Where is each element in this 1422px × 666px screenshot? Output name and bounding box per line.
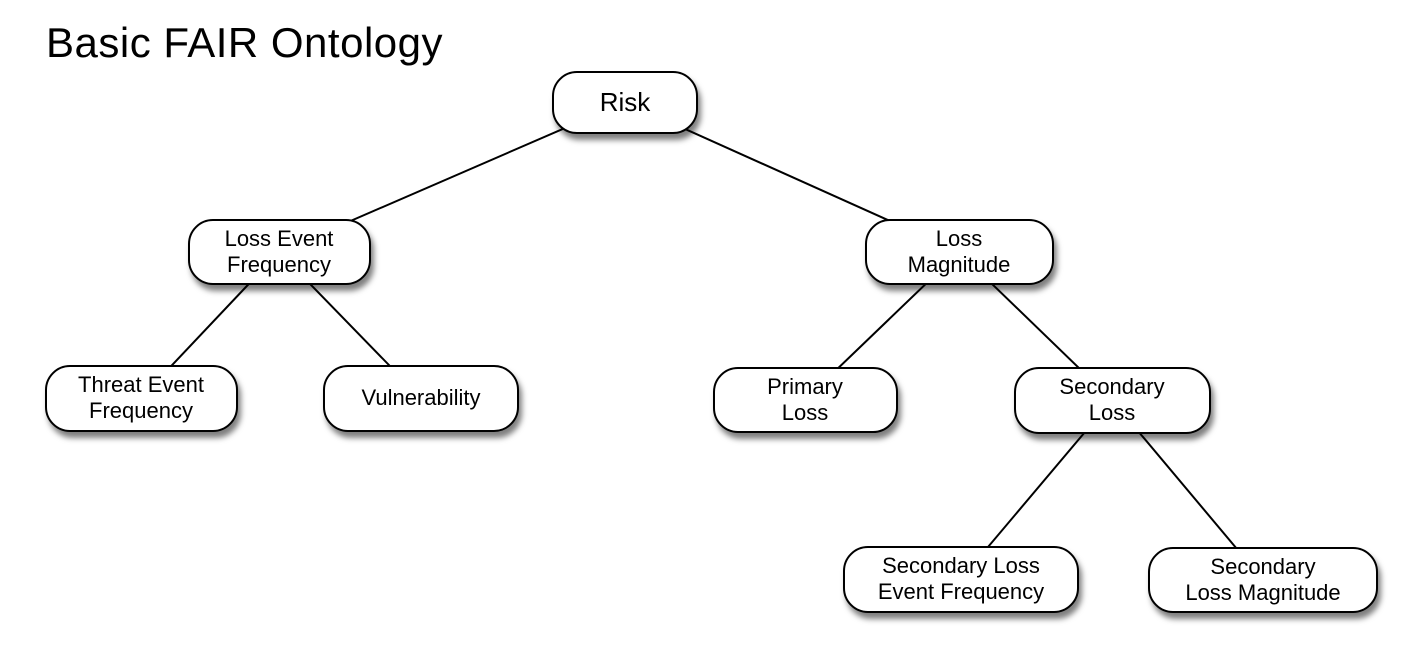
node-secondary-loss-magnitude-label-line: Loss Magnitude: [1185, 580, 1341, 605]
page-title: Basic FAIR Ontology: [46, 19, 443, 66]
node-risk: Risk: [552, 70, 698, 134]
node-secondary-loss-event-frequency-label-line: Secondary Loss: [882, 553, 1040, 578]
node-vulnerability-label-line: Vulnerability: [361, 385, 481, 410]
node-threat-event-frequency-label-line: Threat Event: [78, 372, 204, 397]
node-secondary-loss-event-frequency-label-line: Event Frequency: [877, 579, 1045, 604]
node-secondary-loss-magnitude-label-line: Secondary: [1210, 554, 1316, 579]
node-vulnerability: Vulnerability: [323, 364, 519, 432]
node-secondary-loss-label-line: Loss: [1088, 400, 1136, 425]
node-loss-magnitude-label-line: Magnitude: [907, 252, 1011, 277]
node-loss-event-frequency-label-line: Loss Event: [224, 226, 334, 251]
node-primary-loss-label-line: Loss: [781, 400, 829, 425]
node-primary-loss-label-line: Primary: [767, 374, 843, 399]
node-threat-event-frequency-label-line: Frequency: [89, 398, 193, 423]
node-loss-event-frequency-label-line: Frequency: [227, 252, 331, 277]
node-secondary-loss-label-line: Secondary: [1059, 374, 1165, 399]
node-risk-label-line: Risk: [599, 87, 651, 117]
node-loss-magnitude-label-line: Loss: [935, 226, 983, 251]
